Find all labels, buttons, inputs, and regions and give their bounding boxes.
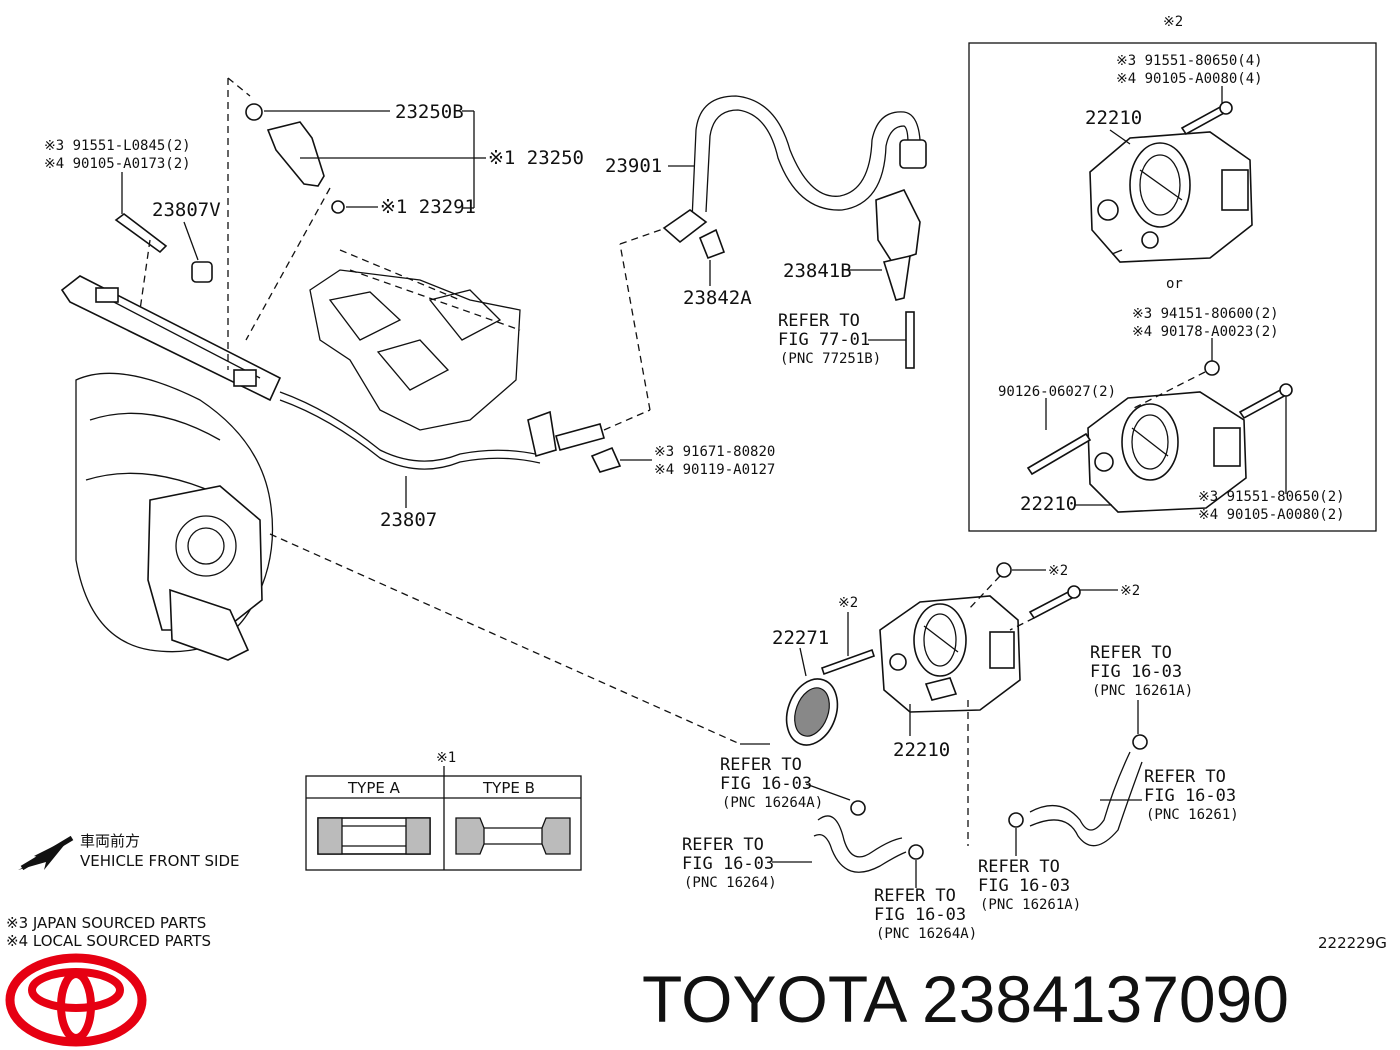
refer-16261A-top: REFER TO FIG 16-03 (PNC 16261A) <box>1090 643 1193 699</box>
dashed-leader-throttle <box>269 533 741 745</box>
bolt-91671-group: ※3 91671-80820 ※4 90119-A0127 <box>590 444 775 478</box>
fuel-injector-23250 <box>266 121 325 187</box>
inset-frame <box>968 42 1377 532</box>
label-90119: ※4 90119-A0127 <box>654 462 775 478</box>
inset-or: or <box>1166 276 1183 292</box>
refer-a-line1: REFER TO <box>1090 643 1172 663</box>
refer-f-line2: FIG 16-03 <box>978 876 1070 896</box>
inset-bolt-label-f: ※3 91551-80650(2) <box>1198 489 1345 505</box>
label-23901: 23901 <box>605 155 662 177</box>
o-ring-23250B <box>245 103 263 121</box>
refer-f-line1: REFER TO <box>978 857 1060 877</box>
gasket-22271: 22271 ※2 <box>772 595 876 746</box>
label-x2-bolt: ※2 <box>1120 583 1140 599</box>
refer-e-line3: (PNC 16264A) <box>876 926 977 942</box>
type-table-header: ※1 <box>436 750 456 766</box>
label-bolt-90105: ※4 90105-A0173(2) <box>44 156 191 172</box>
injector-type-table: ※1 TYPE A TYPE B <box>305 750 582 871</box>
label-23841B: 23841B <box>783 260 852 282</box>
refer-a-line2: FIG 16-03 <box>1090 662 1182 682</box>
throttle-body-bottom-drawing <box>1026 338 1293 513</box>
throttle-body-22210: 22210 <box>879 595 1021 761</box>
note-japan-sourced: ※3 JAPAN SOURCED PARTS <box>6 914 206 932</box>
refer-77-line1: REFER TO <box>778 311 860 331</box>
toyota-logo-icon <box>5 953 147 1047</box>
refer-d-line1: REFER TO <box>682 835 764 855</box>
inset-stud-label: 90126-06027(2) <box>998 384 1116 400</box>
vacuum-hose-23901: 23901 <box>605 95 927 244</box>
hose-clip-23842A: 23842A <box>683 228 752 309</box>
front-label-en: VEHICLE FRONT SIDE <box>80 852 240 870</box>
throttle-body-top-drawing <box>1089 129 1253 263</box>
brand-part-number: TOYOTA 2384137090 <box>642 962 1289 1036</box>
refer-b-line2: FIG 16-03 <box>1144 786 1236 806</box>
label-bolt-91551: ※3 91551-L0845(2) <box>44 138 191 154</box>
refer-77-line2: FIG 77-01 <box>778 330 870 350</box>
refer-e-line1: REFER TO <box>874 886 956 906</box>
refer-a-line3: (PNC 16261A) <box>1092 683 1193 699</box>
throttle-bolts: ※2 ※2 <box>967 562 1140 846</box>
bracket-23841B: 23841B <box>783 189 921 301</box>
type-a-seal <box>317 817 431 855</box>
injector-group: 23250B ※1 23250 ※1 23291 <box>245 101 584 218</box>
refer-d-line2: FIG 16-03 <box>682 854 774 874</box>
refer-77-line3: (PNC 77251B) <box>780 351 881 367</box>
refer-c-line2: FIG 16-03 <box>720 774 812 794</box>
refer-16264: REFER TO FIG 16-03 (PNC 16264) <box>682 835 777 891</box>
label-23842A: 23842A <box>683 287 752 309</box>
refer-c-line1: REFER TO <box>720 755 802 775</box>
label-23807V: 23807V <box>152 199 221 221</box>
fuel-rail-drawing: 23807 <box>60 275 605 531</box>
type-a-label: TYPE A <box>347 779 401 797</box>
refer-16264A-bottom: REFER TO FIG 16-03 (PNC 16264A) <box>874 886 977 942</box>
label-x2-nut: ※2 <box>1048 563 1068 579</box>
label-23291: ※1 23291 <box>380 196 476 218</box>
inset-header: ※2 <box>1163 14 1183 30</box>
label-91671: ※3 91671-80820 <box>654 444 775 460</box>
label-23250B: 23250B <box>395 101 464 123</box>
inset-bolt-top <box>1180 86 1233 136</box>
inset-part-22210-top: 22210 <box>1085 107 1142 129</box>
refer-16264A-top: REFER TO FIG 16-03 (PNC 16264A) <box>720 755 823 811</box>
label-x2-stud: ※2 <box>838 595 858 611</box>
label-22210: 22210 <box>893 739 950 761</box>
insulator-23291 <box>331 200 345 214</box>
refer-d-line3: (PNC 16264) <box>684 875 777 891</box>
figure-code: 222229G <box>1318 934 1387 952</box>
engine-block-drawing <box>75 249 521 661</box>
grommet-23807V <box>191 261 213 283</box>
inset-bolt-label-a: ※3 91551-80650(4) <box>1116 53 1263 69</box>
refer-16261A-bottom: REFER TO FIG 16-03 (PNC 16261A) <box>978 857 1081 913</box>
inset-bolt-label-g: ※4 90105-A0080(2) <box>1198 507 1345 523</box>
rail-bolt-group: ※3 91551-L0845(2) ※4 90105-A0173(2) 2380… <box>44 138 221 283</box>
coolant-hose-left <box>772 783 924 888</box>
refer-e-line2: FIG 16-03 <box>874 905 966 925</box>
refer-fig-77-01: REFER TO FIG 77-01 (PNC 77251B) <box>778 311 915 369</box>
refer-f-line3: (PNC 16261A) <box>980 897 1081 913</box>
type-b-seal <box>455 817 571 855</box>
coolant-hose-right <box>1008 700 1148 856</box>
alternative-throttle-inset: ※2 ※3 91551-80650(4) ※4 90105-A0080(4) 2… <box>968 14 1377 532</box>
rail-bolt <box>114 212 168 254</box>
inset-bolt-label-c: ※3 94151-80600(2) <box>1132 306 1279 322</box>
inset-bolt-label-d: ※4 90178-A0023(2) <box>1132 324 1279 340</box>
note-local-sourced: ※4 LOCAL SOURCED PARTS <box>6 932 211 950</box>
label-22271: 22271 <box>772 627 829 649</box>
label-23250: ※1 23250 <box>488 147 584 169</box>
refer-c-line3: (PNC 16264A) <box>722 795 823 811</box>
inset-bolt-label-b: ※4 90105-A0080(4) <box>1116 71 1263 87</box>
label-23807: 23807 <box>380 509 437 531</box>
front-direction-arrow-icon <box>18 835 74 871</box>
refer-16261: REFER TO FIG 16-03 (PNC 16261) <box>1144 767 1239 823</box>
refer-b-line1: REFER TO <box>1144 767 1226 787</box>
type-b-label: TYPE B <box>482 779 535 797</box>
front-label-jp: 車両前方 <box>80 832 140 850</box>
inset-part-22210-bottom: 22210 <box>1020 493 1077 515</box>
refer-b-line3: (PNC 16261) <box>1146 807 1239 823</box>
